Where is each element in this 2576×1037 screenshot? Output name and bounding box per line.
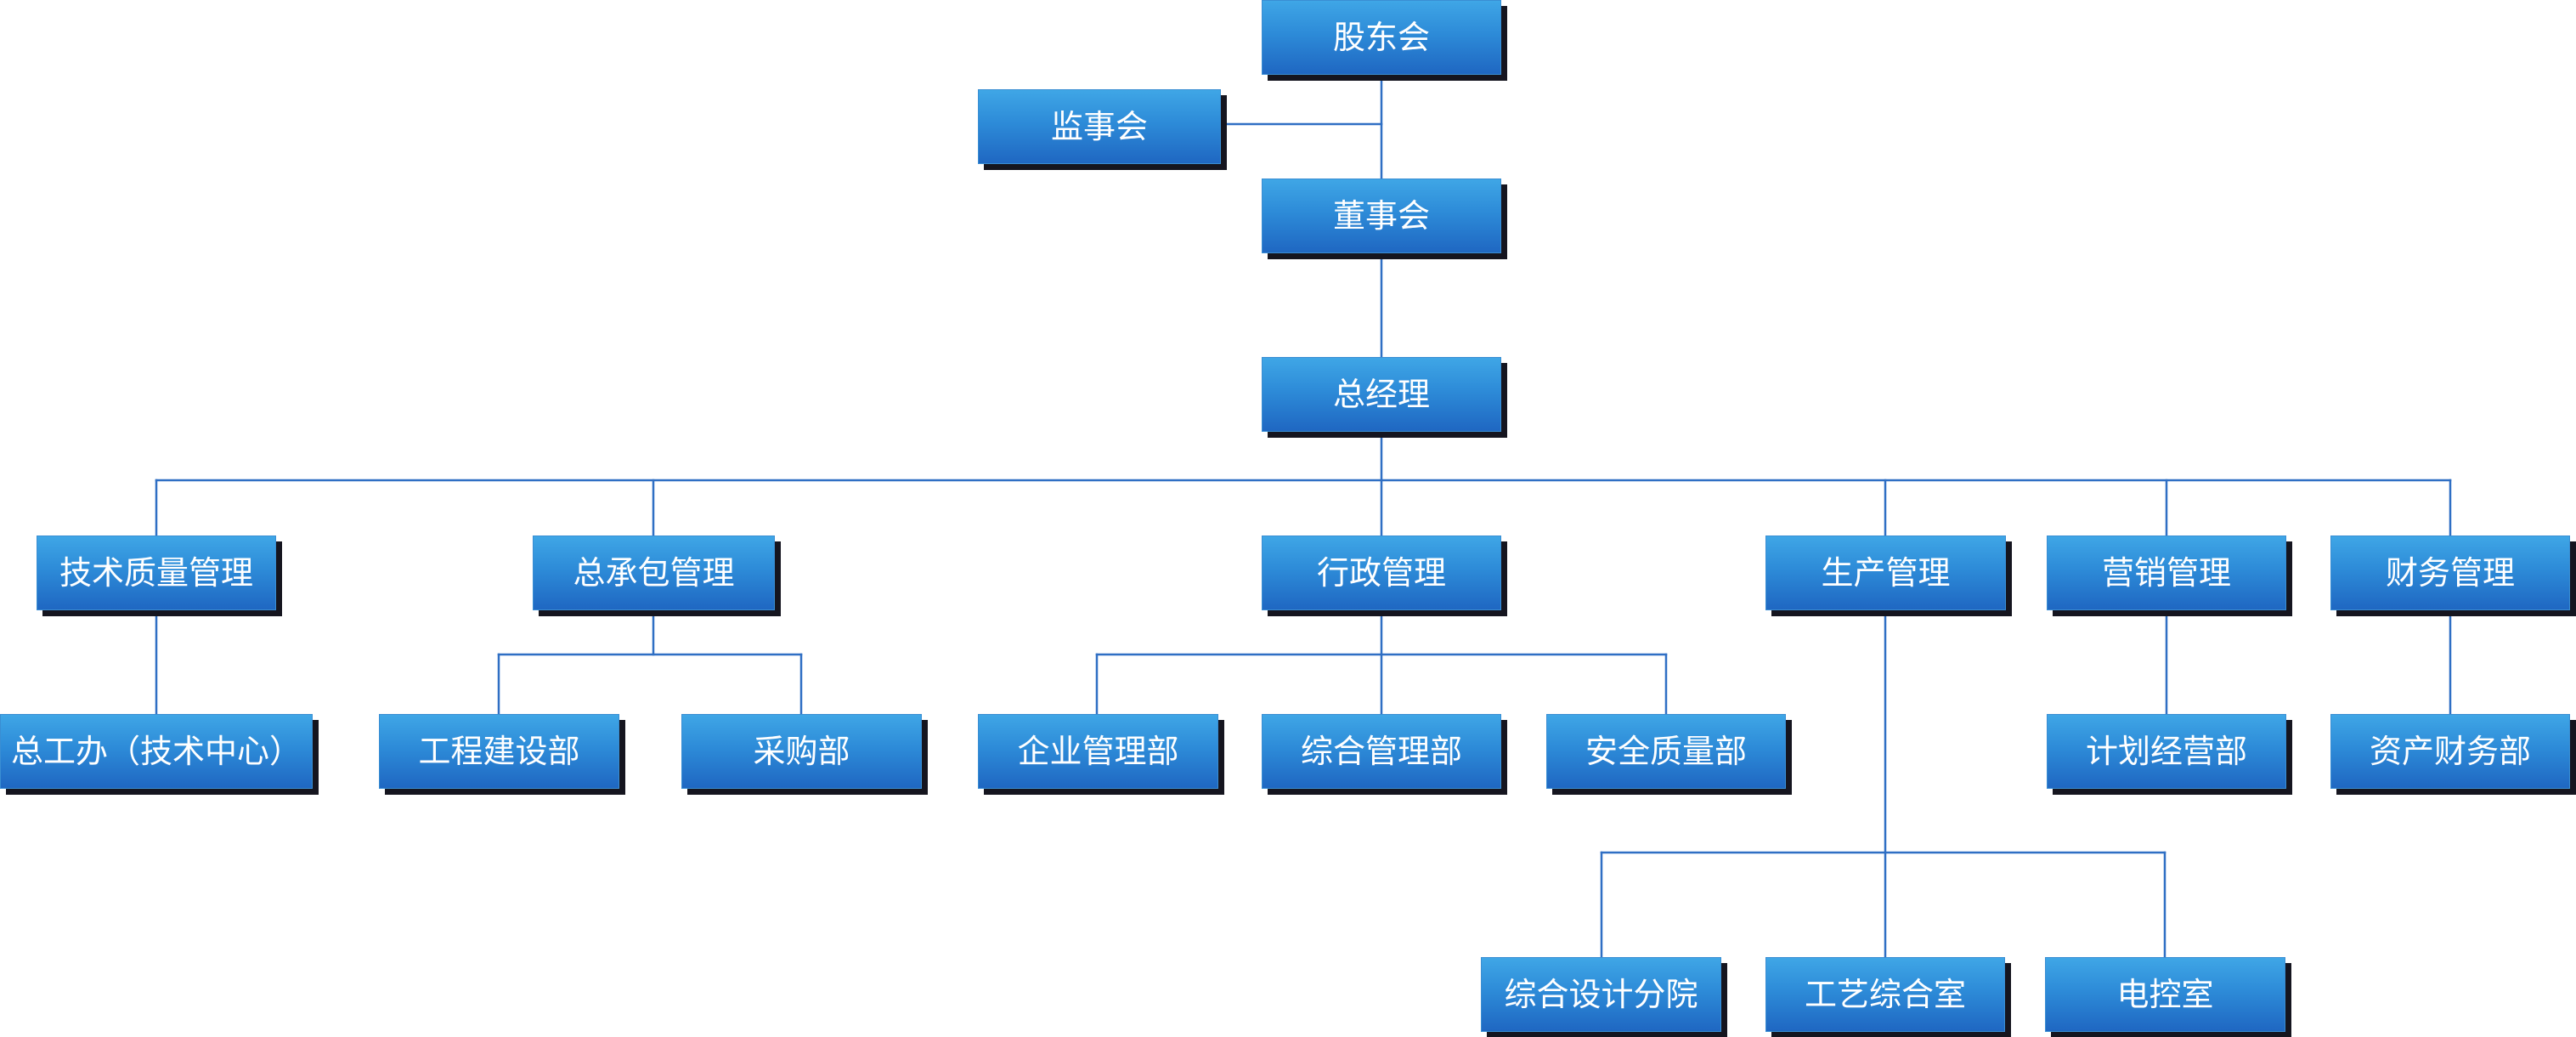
node-assets-finance-dept: 资产财务部: [2330, 714, 2570, 789]
node-engineering-construction-dept: 工程建设部: [379, 714, 619, 789]
node-supervisors: 监事会: [978, 89, 1221, 164]
node-chief-engineer-office: 总工办（技术中心）: [0, 714, 313, 789]
node-production-mgmt: 生产管理: [1765, 536, 2006, 610]
node-electrical-control-room: 电控室: [2045, 957, 2285, 1032]
node-general-contracting-mgmt: 总承包管理: [533, 536, 775, 610]
node-admin-mgmt: 行政管理: [1262, 536, 1501, 610]
node-procurement-dept: 采购部: [681, 714, 922, 789]
node-enterprise-mgmt-dept: 企业管理部: [978, 714, 1218, 789]
node-shareholders: 股东会: [1262, 0, 1501, 75]
node-process-office: 工艺综合室: [1765, 957, 2005, 1032]
node-board: 董事会: [1262, 178, 1501, 253]
node-marketing-mgmt: 营销管理: [2047, 536, 2286, 610]
node-planning-operation-dept: 计划经营部: [2047, 714, 2286, 789]
node-tech-quality-mgmt: 技术质量管理: [37, 536, 276, 610]
node-safety-quality-dept: 安全质量部: [1546, 714, 1786, 789]
node-general-mgmt-dept: 综合管理部: [1262, 714, 1501, 789]
node-finance-mgmt: 财务管理: [2330, 536, 2570, 610]
node-design-institute: 综合设计分院: [1481, 957, 1721, 1032]
node-general-manager: 总经理: [1262, 357, 1501, 432]
